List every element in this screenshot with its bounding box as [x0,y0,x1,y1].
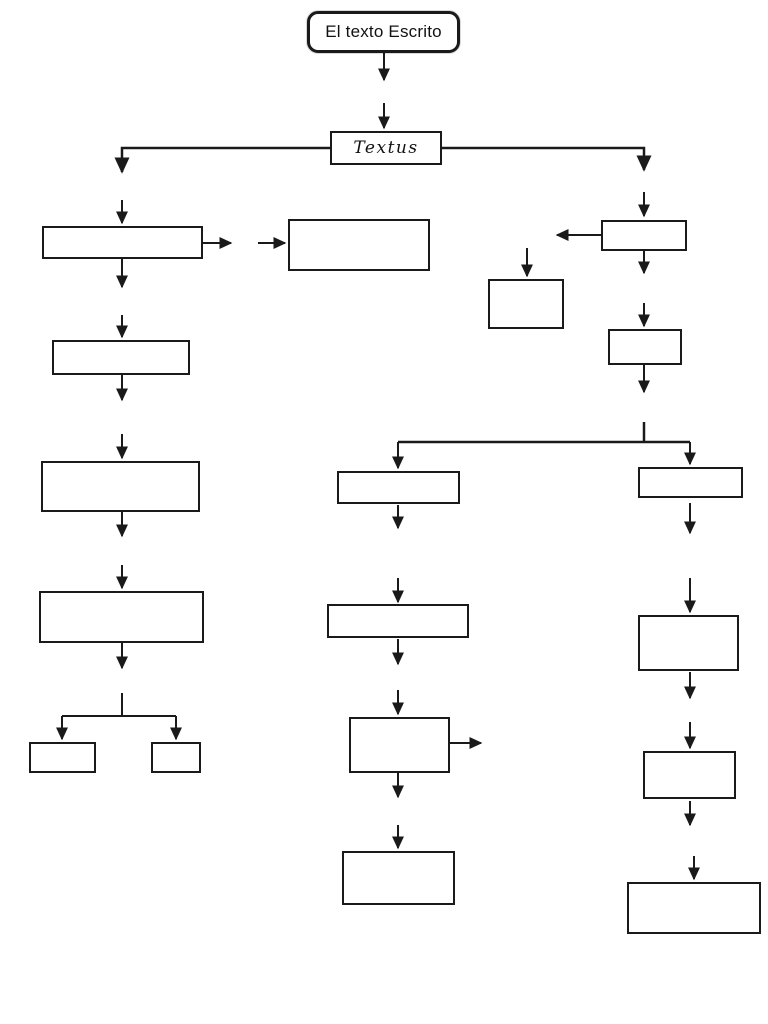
edge-textus-left [114,146,330,174]
node-textus: Textus [330,131,442,165]
node-mid-4 [342,851,455,905]
node-right-1 [638,467,743,498]
node-left-4 [39,591,204,643]
node-right-top-2 [608,329,682,365]
node-mid-2 [327,604,469,638]
node-left-5a [29,742,96,773]
node-side-box [488,279,564,329]
node-left-3 [41,461,200,512]
node-textus-label: Textus [353,138,419,158]
node-mid-3 [349,717,450,773]
node-left-5b [151,742,201,773]
node-right-3 [643,751,736,799]
node-right-2 [638,615,739,671]
node-start: El texto Escrito [307,11,460,53]
edge-junction-tee [398,422,690,444]
node-start-label: El texto Escrito [325,22,442,41]
node-intro-box [288,219,430,271]
edge-textus-right [442,146,652,172]
node-left-1 [42,226,203,259]
node-right-4 [627,882,761,934]
node-right-top-1 [601,220,687,251]
edge-left-split-tee [62,693,176,717]
node-mid-1 [337,471,460,504]
node-left-2 [52,340,190,375]
